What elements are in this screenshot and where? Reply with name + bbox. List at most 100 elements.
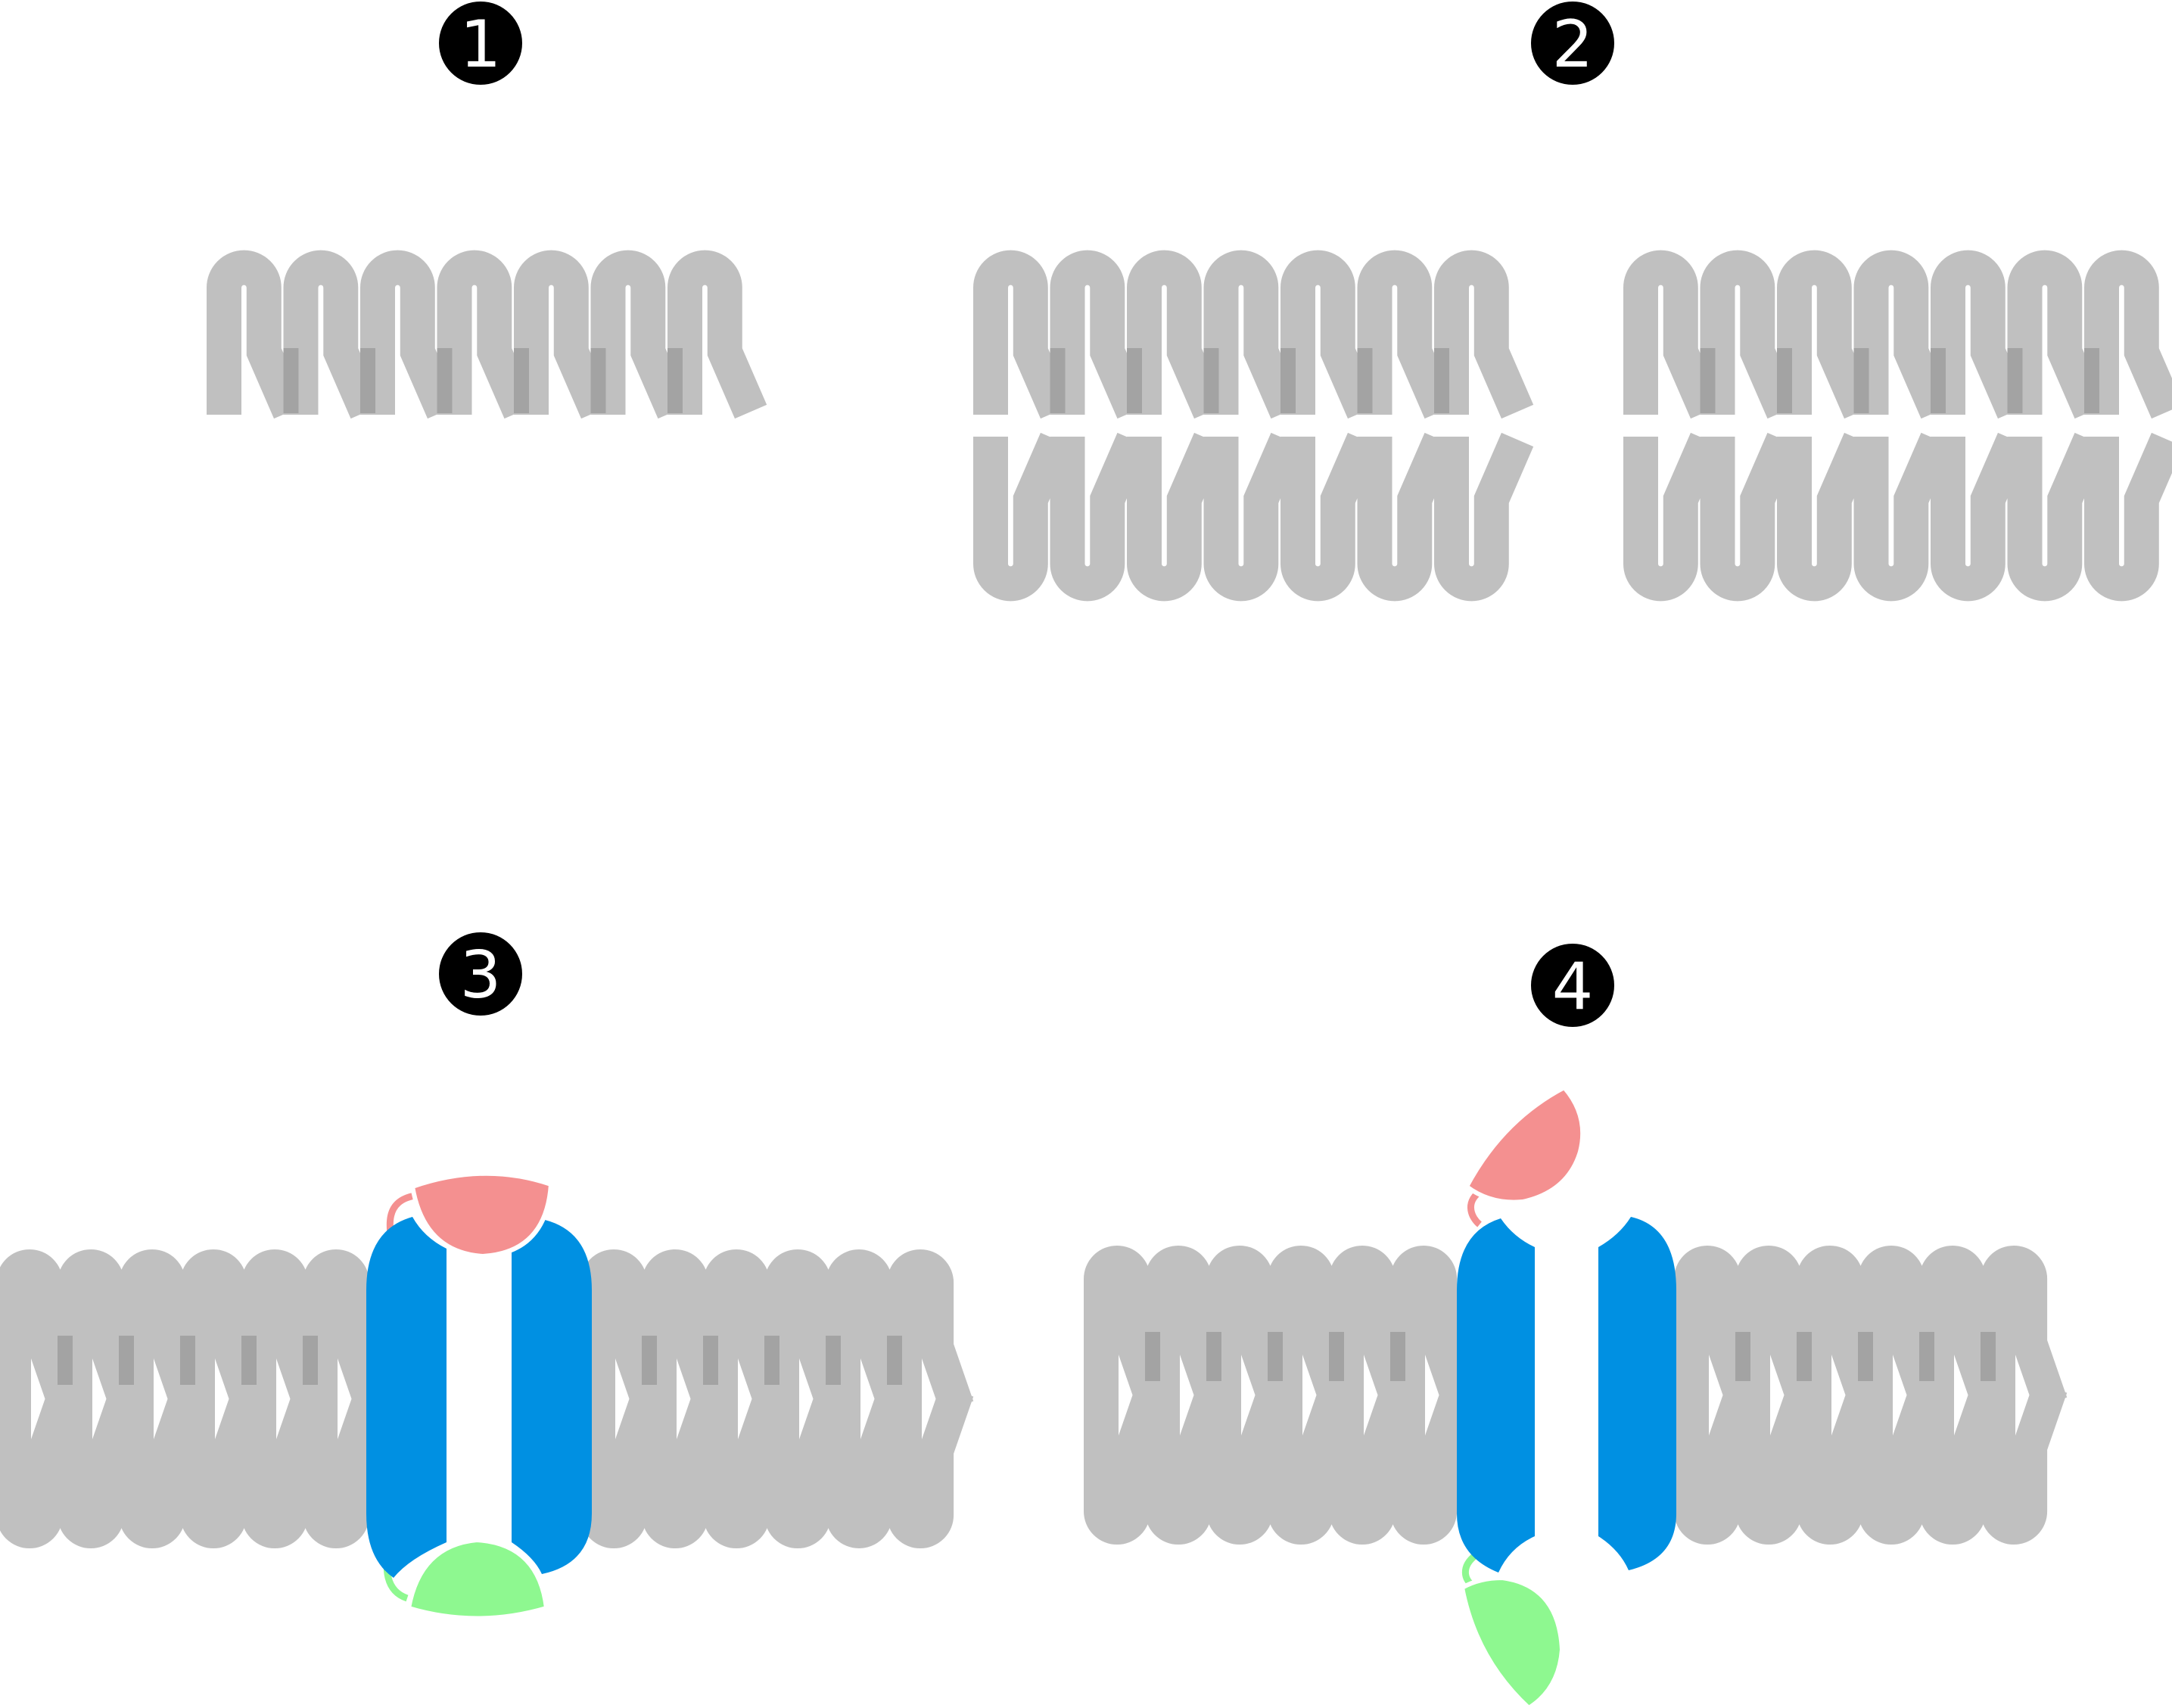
lipid-overlap-shade	[1797, 1332, 1812, 1381]
lipid-molecule	[1981, 1381, 2068, 1545]
lipid-molecule	[1700, 432, 1800, 602]
lipid-molecule	[590, 250, 690, 419]
panel-4-channel-open	[1457, 1084, 1676, 1708]
lipid-molecule	[1674, 1246, 1761, 1409]
channel-subunit-left	[366, 1217, 447, 1578]
lipid-overlap-shade	[1357, 348, 1373, 413]
lipid-molecule	[764, 1385, 851, 1548]
panel-1-monolayer	[207, 250, 767, 419]
lipid-overlap-shade	[1735, 1332, 1750, 1381]
lipid-molecule	[303, 1385, 390, 1548]
lipid-molecule	[2084, 250, 2172, 419]
lipid-overlap-shade	[1280, 348, 1296, 413]
lipid-molecule	[1206, 1246, 1293, 1409]
lipid-molecule	[119, 1249, 206, 1413]
panel-2-bilayer-left	[973, 250, 1534, 602]
lipid-molecule	[1280, 432, 1380, 602]
lipid-molecule	[1931, 432, 2030, 602]
step-badge-4: 4	[1531, 944, 1614, 1027]
step-number-3: 3	[460, 938, 502, 1013]
channel-subunit-left	[1457, 1218, 1535, 1573]
lipid-molecule	[0, 1249, 83, 1413]
lipid-overlap-shade	[180, 1336, 195, 1385]
lipid-overlap-shade	[826, 1336, 841, 1385]
top-gate-closed	[409, 1171, 554, 1259]
lipid-overlap-shade	[58, 1336, 73, 1385]
lipid-molecule	[303, 1249, 390, 1413]
lipid-molecule	[1084, 1381, 1171, 1545]
lipid-molecule	[667, 250, 767, 419]
lipid-overlap-shade	[119, 1336, 134, 1385]
panel-3-channel-closed	[366, 1171, 592, 1621]
lipid-molecule	[1919, 1246, 2006, 1409]
lipid-overlap-shade	[1329, 1332, 1344, 1381]
lipid-molecule	[0, 1385, 83, 1548]
lipid-overlap-shade	[283, 348, 299, 413]
lipid-molecule	[1206, 1381, 1293, 1545]
lipid-molecule	[1280, 250, 1380, 419]
lipid-overlap-shade	[667, 348, 683, 413]
lipid-overlap-shade	[1858, 1332, 1873, 1381]
lipid-molecule	[580, 1385, 667, 1548]
panel-4-membrane-left	[1084, 1246, 1477, 1545]
lipid-molecule	[1203, 250, 1303, 419]
step-number-1: 1	[460, 7, 502, 82]
lipid-molecule	[1735, 1381, 1822, 1545]
lipid-molecule	[1797, 1246, 1884, 1409]
lipid-molecule	[580, 1249, 667, 1413]
lipid-molecule	[1797, 1381, 1884, 1545]
lipid-molecule	[703, 1249, 790, 1413]
lipid-overlap-shade	[360, 348, 375, 413]
channel-subunit-right	[512, 1220, 592, 1574]
lipid-overlap-shade	[703, 1336, 718, 1385]
lipid-molecule	[1735, 1246, 1822, 1409]
lipid-overlap-shade	[642, 1336, 657, 1385]
lipid-overlap-shade	[1434, 348, 1449, 413]
lipid-molecule	[1981, 1246, 2068, 1409]
lipid-overlap-shade	[1931, 348, 1946, 413]
panel-3-membrane-left	[0, 1249, 390, 1548]
lipid-molecule	[2007, 250, 2107, 419]
lipid-overlap-shade	[2007, 348, 2023, 413]
lipid-overlap-shade	[1853, 348, 1869, 413]
lipid-molecule	[1700, 250, 1800, 419]
lipid-overlap-shade	[241, 1336, 257, 1385]
lipid-overlap-shade	[1700, 348, 1716, 413]
lipid-molecule	[1858, 1381, 1945, 1545]
lipid-molecule	[241, 1249, 328, 1413]
lipid-molecule	[1390, 1246, 1477, 1409]
lipid-molecule	[180, 1385, 267, 1548]
step-badge-1: 1	[439, 2, 522, 85]
lipid-overlap-shade	[1050, 348, 1066, 413]
lipid-molecule	[1623, 250, 1723, 419]
lipid-overlap-shade	[1145, 1332, 1160, 1381]
lipid-molecule	[58, 1385, 145, 1548]
lipid-overlap-shade	[764, 1336, 779, 1385]
lipid-molecule	[1434, 250, 1534, 419]
bottom-gate-closed	[406, 1537, 549, 1621]
step-badge-2: 2	[1531, 2, 1614, 85]
lipid-molecule	[1357, 432, 1457, 602]
lipid-overlap-shade	[1777, 348, 1792, 413]
lipid-molecule	[887, 1385, 974, 1548]
lipid-overlap-shade	[303, 1336, 318, 1385]
lipid-molecule	[1329, 1381, 1416, 1545]
lipid-molecule	[764, 1249, 851, 1413]
top-gate-tether	[1467, 1189, 1483, 1227]
lipid-molecule	[973, 432, 1073, 602]
lipid-overlap-shade	[1206, 1332, 1221, 1381]
lipid-molecule	[826, 1385, 913, 1548]
lipid-molecule	[1931, 250, 2030, 419]
lipid-molecule	[1203, 432, 1303, 602]
lipid-molecule	[642, 1385, 729, 1548]
step-number-4: 4	[1552, 949, 1594, 1025]
lipid-molecule	[1357, 250, 1457, 419]
lipid-overlap-shade	[1981, 1332, 1996, 1381]
lipid-molecule	[642, 1249, 729, 1413]
lipid-molecule	[1777, 250, 1877, 419]
lipid-molecule	[1434, 432, 1534, 602]
lipid-molecule	[514, 250, 614, 419]
lipid-molecule	[437, 250, 537, 419]
lipid-molecule	[1853, 250, 1953, 419]
lipid-molecule	[1777, 432, 1877, 602]
